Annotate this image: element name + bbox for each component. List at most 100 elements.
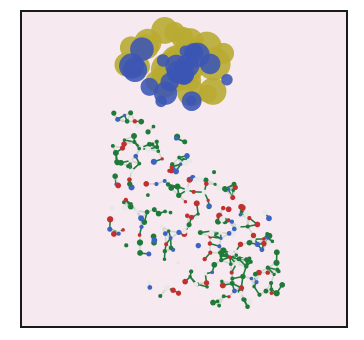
atom — [273, 249, 280, 256]
atom — [168, 245, 174, 251]
atom — [124, 119, 130, 124]
atom — [185, 213, 190, 219]
atom — [238, 212, 243, 217]
atom — [165, 182, 171, 187]
atom — [219, 257, 224, 263]
atom — [213, 182, 217, 186]
atom — [262, 210, 268, 216]
atom — [248, 259, 253, 264]
atom — [168, 210, 173, 215]
isosurface-lobe-blue — [221, 74, 233, 86]
atom — [218, 230, 223, 235]
atom — [162, 257, 167, 261]
atom — [254, 241, 261, 247]
atom — [160, 157, 164, 161]
atom — [137, 233, 142, 237]
atom — [273, 290, 280, 297]
atom — [197, 230, 203, 236]
isosurface-lobe-blue — [122, 57, 148, 83]
isosurface-lobe-blue — [199, 53, 221, 75]
atom — [150, 158, 157, 165]
atom — [176, 229, 182, 236]
atom — [107, 226, 113, 232]
atom — [226, 218, 231, 223]
atom — [115, 116, 121, 122]
atom — [237, 241, 244, 248]
atom — [217, 303, 222, 308]
atom — [254, 280, 259, 285]
atom — [111, 231, 117, 237]
atom — [133, 153, 139, 159]
atom — [112, 149, 119, 156]
atom — [193, 200, 200, 207]
atom — [193, 281, 199, 287]
molecule-rendering — [22, 12, 346, 326]
atom — [173, 136, 179, 141]
atom — [170, 287, 176, 293]
atom — [210, 270, 215, 275]
atom — [229, 231, 236, 238]
atom — [279, 282, 286, 288]
atom — [231, 226, 237, 232]
atom — [202, 256, 207, 262]
atom — [143, 181, 150, 187]
atom — [191, 189, 196, 194]
atom — [146, 193, 150, 197]
atom — [192, 177, 199, 183]
atom — [234, 253, 239, 258]
atom — [137, 250, 144, 256]
atom — [232, 288, 237, 294]
atom — [230, 195, 236, 201]
atom — [265, 265, 271, 270]
atom — [252, 284, 256, 289]
atom — [167, 168, 172, 173]
atom — [210, 299, 216, 306]
atom — [219, 216, 226, 223]
atom — [181, 228, 188, 235]
atom — [116, 231, 121, 236]
atom — [122, 138, 127, 142]
atom — [173, 168, 180, 175]
atom — [184, 153, 190, 159]
atom — [269, 291, 274, 295]
atom — [183, 200, 188, 204]
atom — [228, 255, 232, 259]
electron-density-isosurface — [114, 17, 235, 111]
atom — [162, 231, 168, 236]
atom — [176, 192, 182, 198]
atom — [182, 278, 189, 285]
isosurface-lobe-yellow — [199, 77, 227, 105]
atom — [219, 282, 226, 289]
atom — [167, 229, 171, 233]
atom — [273, 259, 280, 266]
atom — [174, 183, 181, 190]
atom — [124, 243, 129, 248]
atom — [109, 205, 115, 211]
atom — [126, 163, 131, 169]
isosurface-lobe-blue — [166, 60, 190, 84]
atom — [141, 219, 148, 225]
atom — [229, 219, 234, 224]
atom — [168, 185, 175, 191]
atom — [127, 181, 133, 187]
atom — [247, 216, 252, 221]
atom — [204, 181, 209, 187]
atom — [134, 208, 139, 214]
atom — [207, 241, 213, 246]
atom — [151, 237, 158, 244]
atom — [241, 297, 246, 302]
atom — [175, 290, 182, 296]
protein-ball-and-stick — [107, 110, 286, 310]
atom — [249, 276, 254, 281]
atom — [162, 178, 167, 183]
atom — [234, 249, 238, 253]
atom — [212, 170, 217, 175]
atom — [203, 177, 209, 183]
atom — [114, 159, 119, 165]
atom — [233, 261, 239, 267]
atom — [229, 270, 234, 275]
atom — [206, 198, 210, 202]
atom — [188, 269, 194, 274]
atom — [178, 162, 183, 166]
atom — [162, 249, 168, 254]
